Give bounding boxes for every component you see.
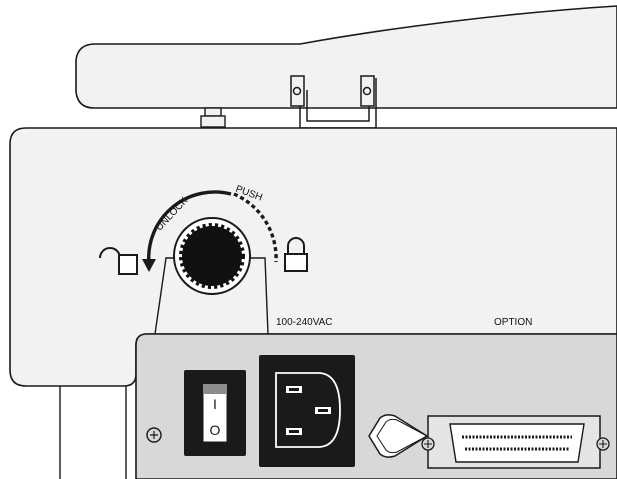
lock-knob[interactable] (173, 217, 251, 295)
padlock-open-icon (99, 247, 138, 275)
option-label: OPTION (494, 317, 532, 328)
ac-power-inlet[interactable] (259, 355, 355, 467)
panel-screw-left (146, 427, 162, 443)
top-cover (75, 5, 617, 128)
body-lower-side (59, 386, 127, 479)
switch-on-symbol: I (213, 396, 217, 412)
padlock-closed-icon (284, 237, 308, 272)
option-connector[interactable] (368, 414, 610, 469)
power-switch[interactable] (184, 370, 246, 456)
rotate-counterclockwise-arrow-icon (142, 190, 278, 272)
switch-off-symbol: O (210, 422, 221, 438)
cover-hinge-clip (290, 75, 377, 129)
voltage-label: 100-240VAC (276, 317, 333, 328)
